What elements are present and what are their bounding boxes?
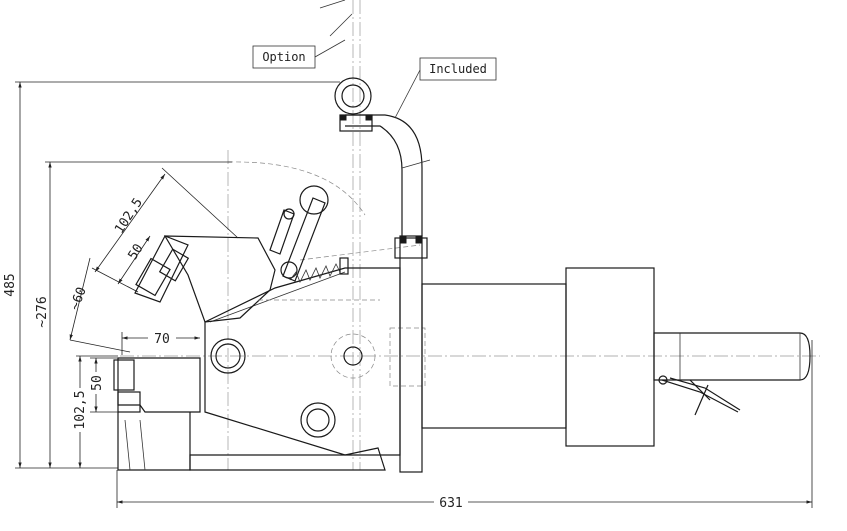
pivot-circles — [210, 333, 376, 438]
dim-upper-50: 50 — [117, 235, 151, 285]
dim-overall-height: 485 — [3, 81, 340, 469]
dim-276-label: ~276 — [35, 296, 50, 327]
lower-die — [113, 357, 201, 471]
dim-60-label: ~60 — [68, 285, 90, 312]
dim-50-upper-label: 50 — [126, 241, 147, 262]
lever-handle — [269, 185, 329, 282]
swept-arc — [227, 161, 366, 216]
callout-included: Included — [394, 57, 497, 119]
dim-50-lower-label: 50 — [90, 375, 105, 391]
dim-upper-height: ~276 — [35, 161, 232, 468]
dim-angle-60: ~60 — [68, 257, 131, 353]
dim-102-upper-label: 102,5 — [112, 196, 146, 237]
dim-102-lower-label: 102,5 — [73, 390, 88, 429]
dim-485-label: 485 — [3, 273, 18, 296]
callout-included-label: Included — [429, 62, 487, 76]
dim-70-label: 70 — [154, 332, 170, 347]
option-arm — [319, 0, 353, 37]
cylinder-assembly — [421, 267, 811, 447]
dim-70: 70 — [121, 330, 200, 355]
dim-overall-length: 631 — [116, 340, 813, 511]
base — [189, 447, 386, 471]
callout-option: Option — [252, 39, 346, 69]
hook-column — [334, 77, 431, 473]
dim-upper-102: 102,5 — [91, 167, 239, 293]
upper-jaw — [134, 235, 276, 323]
dim-631-label: 631 — [439, 496, 462, 511]
valve-lever — [658, 375, 741, 416]
dim-lower-50: 50 — [88, 357, 118, 413]
callout-option-label: Option — [262, 50, 305, 64]
spring — [289, 257, 349, 283]
dim-lower-102: 102,5 — [70, 355, 118, 468]
